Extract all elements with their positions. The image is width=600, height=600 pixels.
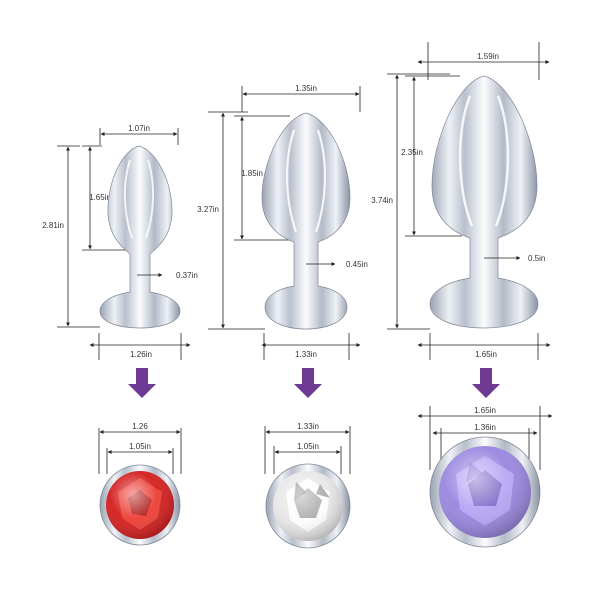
plug-small: 1.07in 2.81in 1.65in 0.37in 1.26in: [42, 124, 198, 360]
arrow-down-icon: [128, 368, 156, 398]
medium-top-width: 1.35in: [295, 84, 317, 93]
medium-base-width: 1.33in: [295, 350, 317, 359]
large-gem-inner: 1.36in: [474, 423, 496, 432]
small-gem-inner: 1.05in: [129, 442, 151, 451]
arrow-down-icon: [294, 368, 322, 398]
medium-gem-outer: 1.33in: [297, 422, 319, 431]
gem-medium: 1.33in 1.05in: [264, 422, 351, 549]
down-arrows: [128, 368, 500, 398]
large-base-width: 1.65in: [475, 350, 497, 359]
large-gem-outer: 1.65in: [474, 406, 496, 415]
large-neck-width: 0.5in: [528, 254, 545, 263]
small-total-length: 2.81in: [42, 221, 64, 230]
large-plug-body: [429, 75, 539, 329]
small-bulb-length: 1.65in: [89, 193, 111, 202]
large-bulb-length: 2.35in: [401, 148, 423, 157]
medium-plug-body: [261, 112, 351, 330]
arrow-down-icon: [472, 368, 500, 398]
medium-total-length: 3.27in: [197, 205, 219, 214]
small-plug-body: [99, 145, 181, 329]
large-total-length: 3.74in: [371, 196, 393, 205]
gem-large: 1.65in 1.36in: [417, 406, 553, 548]
plug-medium: 1.35in 3.27in 1.85in 0.45in 1.33in: [197, 84, 368, 360]
medium-neck-width: 0.45in: [346, 260, 368, 269]
small-top-width: 1.07in: [128, 124, 150, 133]
plug-large: 1.59in 3.74in 2.35in 0.5in 1.65in: [371, 42, 551, 360]
large-top-width: 1.59in: [477, 52, 499, 61]
small-neck-width: 0.37in: [176, 271, 198, 280]
medium-bulb-length: 1.85in: [241, 169, 263, 178]
gem-small: 1.26 1.05in: [98, 422, 182, 546]
small-gem-outer: 1.26: [132, 422, 148, 431]
medium-gem-inner: 1.05in: [297, 442, 319, 451]
small-base-width: 1.26in: [130, 350, 152, 359]
